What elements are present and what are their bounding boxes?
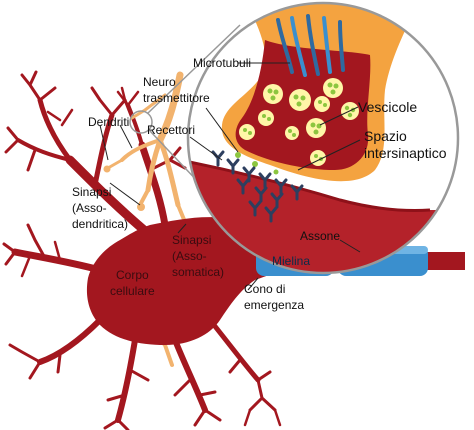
receptor xyxy=(211,150,225,167)
vesicle xyxy=(285,126,299,140)
leader-cono xyxy=(247,277,259,291)
label-sinapsi-somatica-1: Sinapsi xyxy=(172,233,211,247)
zoom-source-circle xyxy=(129,110,153,134)
dendrite-branch xyxy=(138,141,169,229)
microtubule xyxy=(322,16,332,74)
receptor xyxy=(270,192,284,209)
dendrite-branch xyxy=(2,223,47,266)
label-assone: Assone xyxy=(300,229,340,243)
receptors xyxy=(211,150,304,223)
presynaptic-axon-fiber xyxy=(106,158,124,170)
label-mielina: Mielina xyxy=(272,254,310,268)
leader-spazio xyxy=(297,139,361,171)
leader-neurotrasmettitore xyxy=(205,107,239,153)
dendrite-branch xyxy=(173,378,222,427)
dendrite-branch xyxy=(207,317,261,383)
label-sinapsi-dendritica-1: Sinapsi xyxy=(72,185,111,199)
presynaptic-axon-fiber xyxy=(145,137,163,193)
label-cellulare: cellulare xyxy=(110,284,155,298)
dendrite-branch xyxy=(90,86,134,120)
neurotransmitter-dot xyxy=(235,152,241,158)
microtubule xyxy=(290,16,307,77)
label-sinapsi-somatica-2: (Asso- xyxy=(172,249,207,263)
label-emergenza: emergenza xyxy=(244,298,304,312)
vesicle xyxy=(258,110,274,126)
receptor xyxy=(236,178,250,195)
label-sinapsi-somatica-3: somatica) xyxy=(172,265,224,279)
zoom-line-top xyxy=(147,24,241,114)
dendrite-branch xyxy=(65,155,155,240)
receptor xyxy=(248,200,262,217)
receptor xyxy=(226,158,240,175)
dendrite-branch xyxy=(8,343,62,380)
vesicle xyxy=(323,78,343,98)
label-cono-di: Cono di xyxy=(244,282,285,296)
label-sinapsi-dendritica-2: (Asso- xyxy=(72,201,107,215)
neurotransmitter-dot xyxy=(252,161,258,167)
leader-lines xyxy=(99,62,361,291)
vesicle xyxy=(306,118,326,138)
dendrite-branch xyxy=(243,408,282,427)
dendrite-branch xyxy=(11,248,104,274)
dendrite-branch xyxy=(16,138,72,162)
dendrite-branch xyxy=(116,90,140,107)
microtubule xyxy=(338,20,345,72)
vesicle xyxy=(239,124,255,140)
leader-dendriti-2 xyxy=(119,124,133,149)
dendrite-branch xyxy=(37,97,73,163)
leader-vescicole xyxy=(319,106,359,126)
dendrite-branch xyxy=(20,70,57,102)
labels: Microtubuli Neuro trasmettitore Recettor… xyxy=(72,56,447,312)
dendrite-branch xyxy=(4,126,37,172)
label-trasmettitore: trasmettitore xyxy=(143,91,210,105)
label-sinapsi-dendritica-3: dendritica) xyxy=(72,217,128,231)
synapse-terminal-marker xyxy=(137,203,145,211)
dendrite-tree xyxy=(2,70,282,430)
leader-sinapsi-somatica xyxy=(177,223,187,234)
microtubules xyxy=(276,14,345,77)
vesicle xyxy=(263,84,283,104)
dendrite-branch xyxy=(126,103,144,147)
postsynaptic-membrane-edge xyxy=(188,158,431,212)
presynaptic-axon-fiber xyxy=(120,138,162,162)
receptor xyxy=(254,186,268,203)
presynaptic-axon-fiber xyxy=(157,137,181,208)
synapse-zoom-view xyxy=(186,1,460,275)
dendrite-branch xyxy=(37,317,103,365)
neurotransmitter-dot xyxy=(273,169,279,175)
leader-sinapsi-dendritica xyxy=(109,182,141,206)
leader-assone xyxy=(339,239,361,253)
label-recettori: Recettori xyxy=(147,123,195,137)
dendrite-branch xyxy=(228,358,277,412)
dendrite-branch xyxy=(46,86,127,127)
dendrite-branch xyxy=(20,240,62,278)
receptor xyxy=(258,172,272,189)
receptor xyxy=(274,178,288,195)
label-microtubuli: Microtubuli xyxy=(193,56,251,70)
label-corpo: Corpo xyxy=(116,268,149,282)
dendrite-branch xyxy=(92,112,115,188)
vesicle xyxy=(314,96,330,112)
leader-dendriti-1 xyxy=(99,124,109,161)
leader-recettori xyxy=(189,136,223,161)
receptor xyxy=(264,206,278,223)
dendrite-branch xyxy=(103,368,150,430)
microtubule xyxy=(306,14,320,76)
cell-body xyxy=(86,217,285,345)
label-intersinaptico: intersinaptico xyxy=(364,145,447,161)
label-vescicole: Vescicole xyxy=(358,99,417,115)
zoom-circle-border xyxy=(186,1,460,275)
label-spazio: Spazio xyxy=(364,128,407,144)
label-neuro: Neuro xyxy=(143,75,176,89)
microtubule xyxy=(276,18,294,74)
synapse-terminal-marker xyxy=(103,165,111,173)
dendrite-branch xyxy=(115,337,138,423)
dendrite-branch xyxy=(172,337,208,413)
vesicle xyxy=(289,89,311,111)
receptor xyxy=(290,184,304,201)
label-dendriti: Dendriti xyxy=(88,115,129,129)
presynaptic-axon-fiber xyxy=(156,71,184,144)
